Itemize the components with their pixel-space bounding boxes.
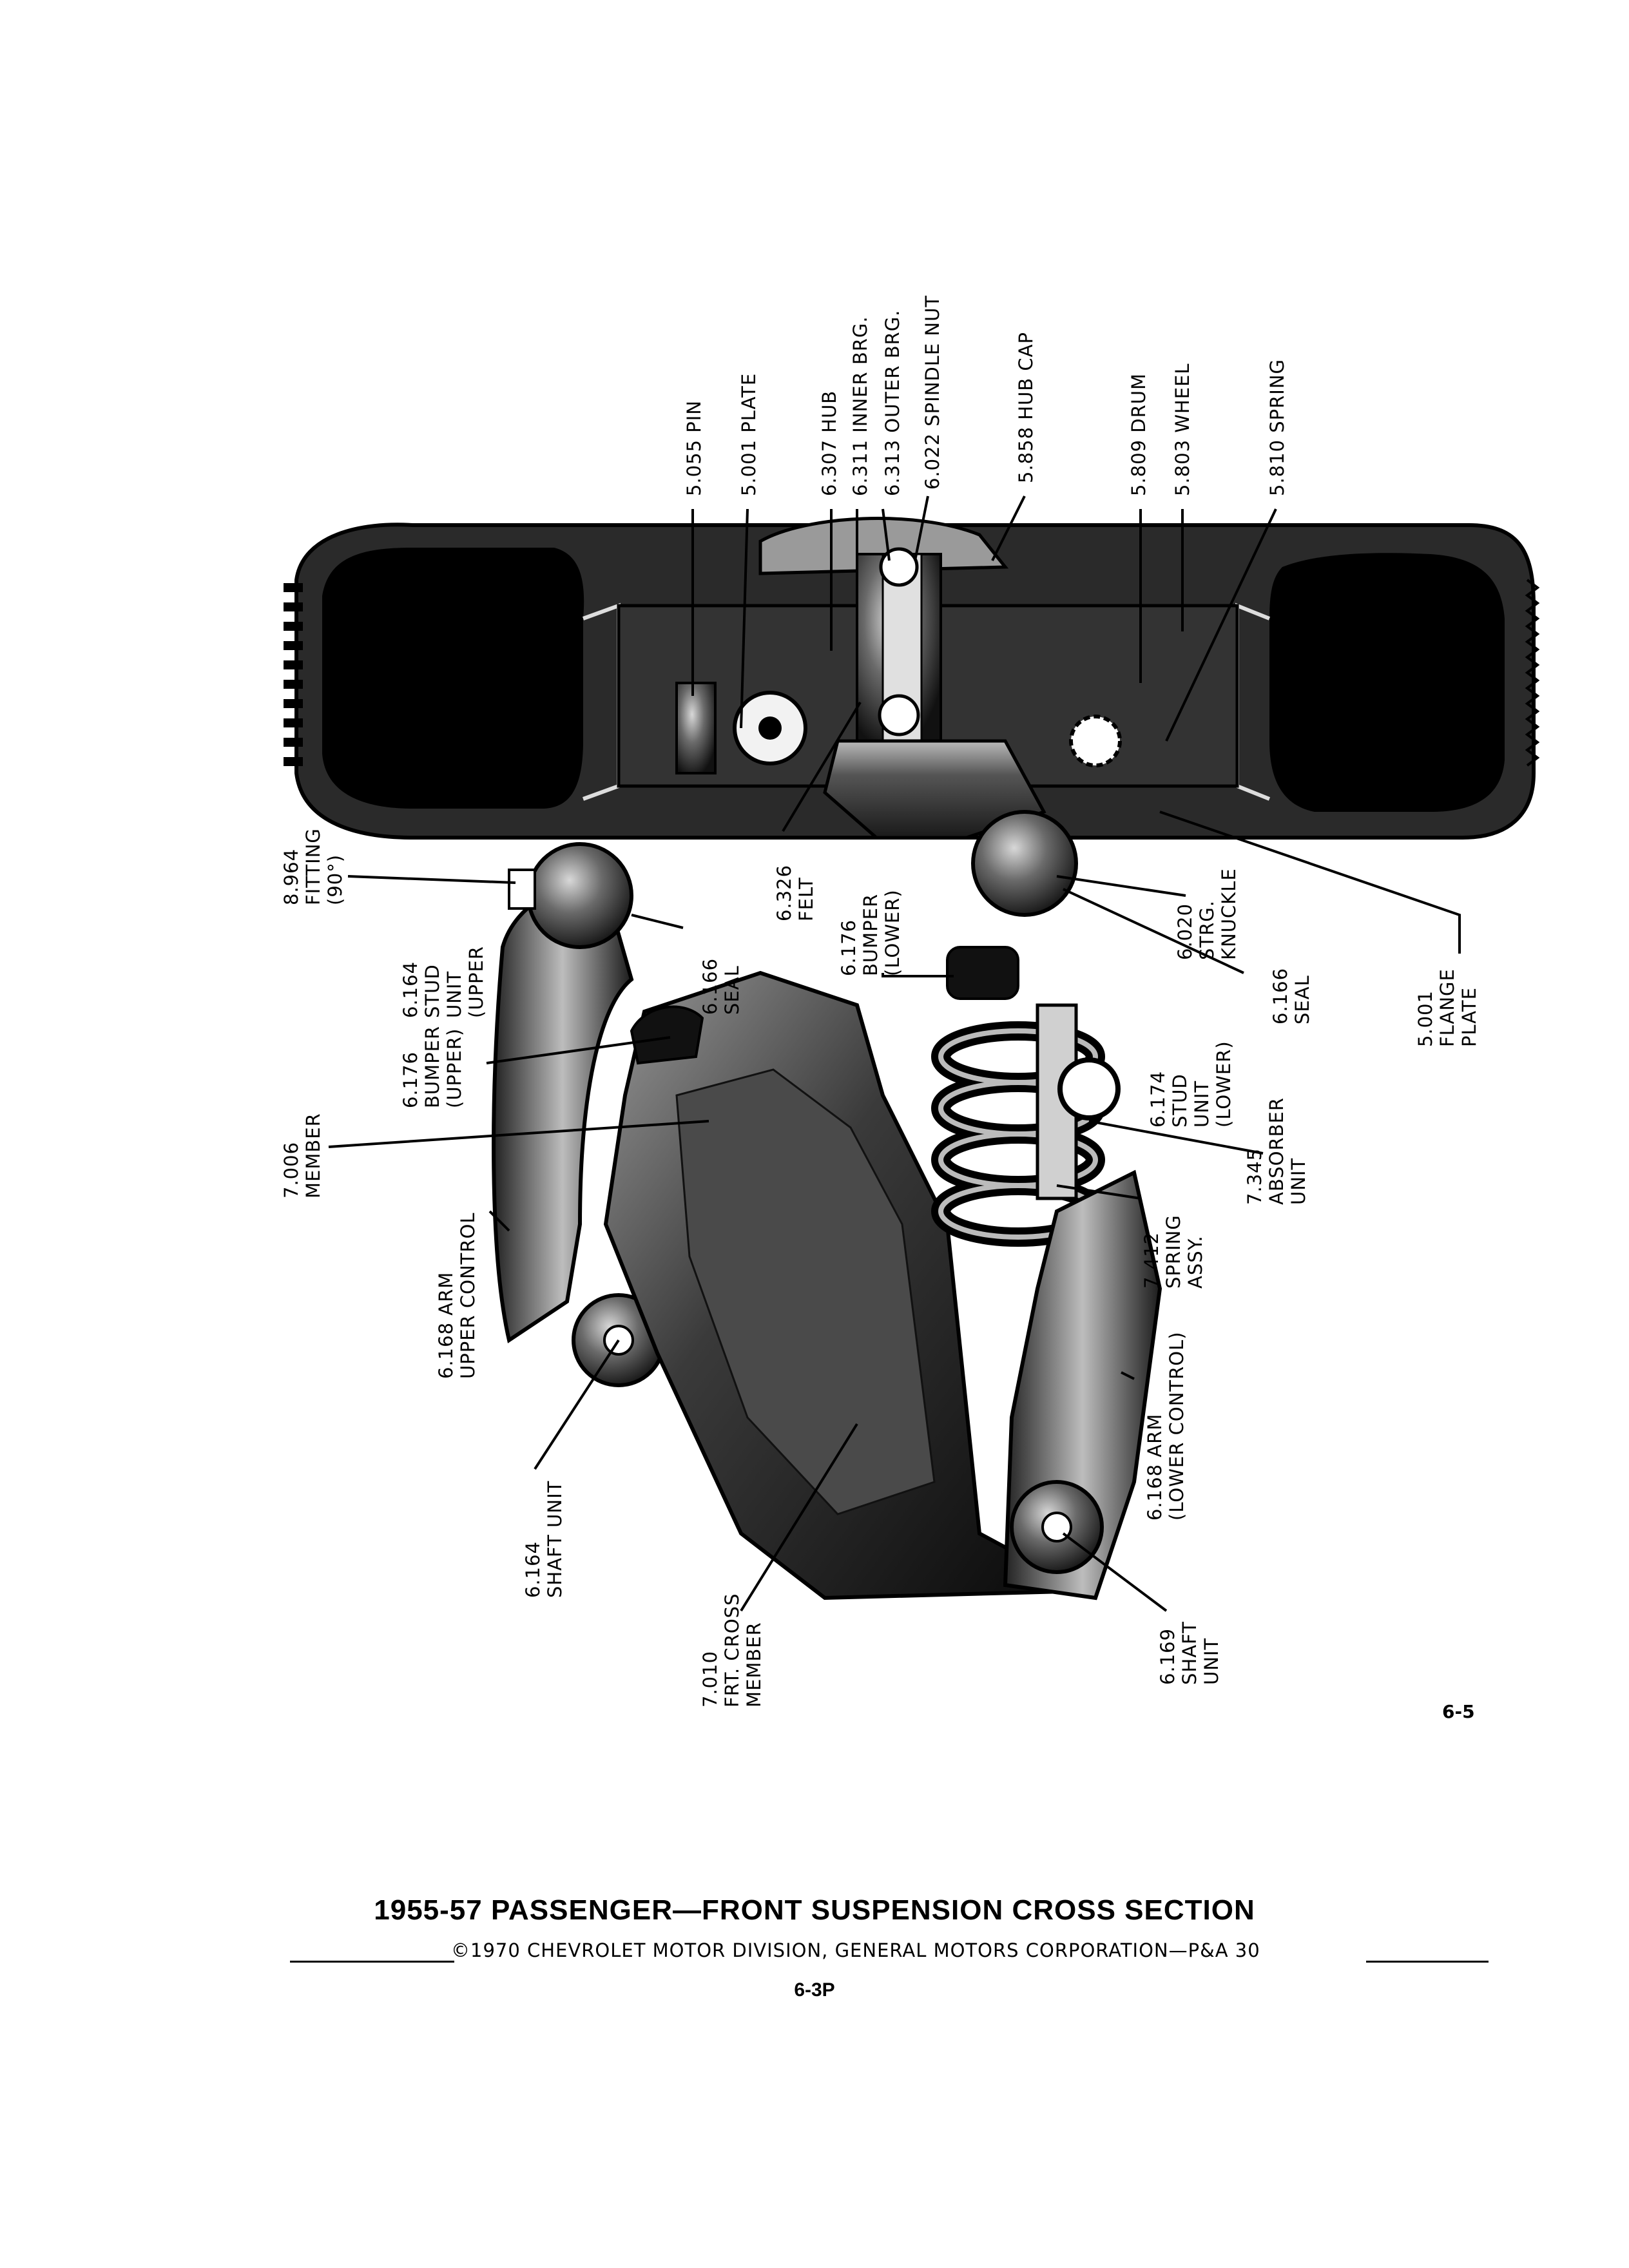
label-plate: 5.001 PLATE xyxy=(738,372,760,496)
leader-knuckle xyxy=(1056,875,1186,897)
leader-lines xyxy=(328,495,1461,1612)
label-lower-control-arm: 6.168 ARM(LOWER CONTROL) xyxy=(1144,1331,1188,1521)
leader-bumper-upper xyxy=(486,1036,671,1064)
leader-cross-member xyxy=(740,1423,858,1612)
tire-cavity-right xyxy=(1269,553,1505,812)
brake-cam-center xyxy=(758,716,782,740)
leader-upper-arm xyxy=(488,1210,510,1232)
label-pin: 5.055 PIN xyxy=(683,400,705,496)
upper-control-arm xyxy=(492,883,634,1343)
knuckle-body xyxy=(823,739,1046,840)
label-outer-bearing: 6.313 OUTER BRG. xyxy=(882,309,903,496)
leader-spring-assy xyxy=(1056,1184,1141,1200)
label-inner-bearing: 6.311 INNER BRG. xyxy=(849,316,871,496)
leader-shaft-lower xyxy=(1062,1532,1168,1612)
cross-member-face xyxy=(675,1068,936,1515)
label-spring: 5.810 SPRING xyxy=(1266,358,1288,496)
leader-hub-cap xyxy=(991,495,1026,561)
copyright-line: ©1970 CHEVROLET MOTOR DIVISION, GENERAL … xyxy=(290,1939,1489,1965)
label-drum: 5.809 DRUM xyxy=(1128,373,1150,496)
lower-bumper xyxy=(946,946,1019,1000)
hub-cap xyxy=(758,517,1009,575)
grease-fitting xyxy=(508,869,536,910)
page-number: 6-5 xyxy=(1442,1701,1475,1722)
tire-tread-left xyxy=(284,583,303,766)
label-wheel: 5.803 WHEEL xyxy=(1171,363,1193,496)
leader-member xyxy=(328,1120,709,1148)
suspension-assembly xyxy=(492,810,1162,1600)
leader-plate xyxy=(740,508,749,729)
label-hub-cap: 5.858 HUB CAP xyxy=(1015,332,1037,483)
copyright-text: ©1970 CHEVROLET MOTOR DIVISION, GENERAL … xyxy=(451,1939,1260,1961)
leader-lower-arm xyxy=(1121,1371,1135,1380)
leader-shaft-upper xyxy=(534,1339,620,1470)
upper-bumper xyxy=(630,1005,704,1065)
lower-ball-joint xyxy=(971,810,1078,917)
absorber-mount xyxy=(1057,1057,1121,1120)
leader-outer-brg xyxy=(882,508,891,561)
leader-seal-upper xyxy=(631,914,684,929)
leader-absorber xyxy=(1088,1120,1264,1155)
leader-felt xyxy=(782,701,862,832)
rule-left xyxy=(290,1961,454,1963)
star-adjuster xyxy=(1069,715,1122,767)
leader-seal-lower xyxy=(1063,888,1244,974)
rule-right xyxy=(1366,1961,1489,1963)
leader-spring xyxy=(1165,508,1277,742)
shock-absorber xyxy=(1036,1003,1078,1200)
leader-flange-plate xyxy=(1159,811,1461,954)
leader-spindle-nut xyxy=(914,495,929,561)
tire-cavity-left xyxy=(322,548,584,809)
wheel-assembly xyxy=(284,517,1540,840)
label-hub: 6.307 HUB xyxy=(818,390,840,496)
label-spindle-nut: 6.022 SPINDLE NUT xyxy=(921,294,943,490)
upper-ball-joint xyxy=(526,842,633,949)
adjuster-pin xyxy=(675,682,717,774)
page-title: 1955-57 PASSENGER—FRONT SUSPENSION CROSS… xyxy=(374,1894,1255,1926)
figure-code: 6-3P xyxy=(794,1979,835,2001)
leader-fitting xyxy=(347,875,516,884)
tire-tread-right xyxy=(1525,579,1540,767)
leader-bumper-lower xyxy=(882,973,954,977)
inner-bearing xyxy=(878,694,920,736)
outer-bearing xyxy=(879,547,919,587)
